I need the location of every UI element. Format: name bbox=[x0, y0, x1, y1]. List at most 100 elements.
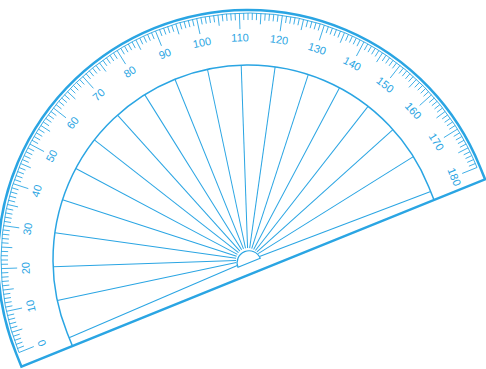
tick bbox=[175, 24, 180, 35]
tick bbox=[391, 63, 398, 69]
tick bbox=[374, 53, 385, 62]
tick bbox=[4, 219, 11, 225]
tick bbox=[14, 338, 21, 341]
tick bbox=[132, 42, 135, 49]
radial-line bbox=[55, 173, 236, 317]
tick bbox=[12, 186, 19, 192]
tick bbox=[6, 206, 13, 212]
tick bbox=[159, 29, 162, 36]
inner-arc bbox=[0, 6, 434, 346]
tick bbox=[106, 57, 110, 64]
tick bbox=[89, 70, 93, 77]
tick bbox=[36, 131, 42, 138]
tick bbox=[103, 60, 107, 67]
tick bbox=[257, 13, 265, 24]
tick bbox=[3, 220, 19, 233]
radial-line bbox=[260, 188, 431, 260]
tick bbox=[353, 42, 368, 56]
tick bbox=[398, 68, 405, 73]
tick bbox=[233, 13, 238, 20]
tick bbox=[148, 34, 151, 41]
tick bbox=[76, 81, 81, 88]
tick bbox=[96, 65, 100, 72]
tick bbox=[348, 36, 355, 42]
tick bbox=[246, 13, 251, 20]
tick bbox=[442, 115, 449, 119]
tick bbox=[6, 305, 22, 313]
tick bbox=[70, 87, 75, 94]
tick bbox=[5, 215, 12, 221]
tick bbox=[363, 44, 370, 50]
tick bbox=[64, 94, 69, 101]
tick bbox=[292, 18, 298, 25]
tick bbox=[110, 55, 114, 62]
tick bbox=[73, 84, 78, 91]
tick bbox=[2, 236, 9, 241]
tick bbox=[13, 334, 20, 337]
tick bbox=[315, 25, 329, 40]
tick bbox=[113, 52, 117, 59]
tick bbox=[191, 19, 195, 26]
tick bbox=[418, 95, 434, 106]
tick bbox=[1, 258, 8, 263]
tick bbox=[324, 26, 330, 33]
tick bbox=[204, 17, 208, 24]
tick bbox=[1, 253, 8, 258]
tick bbox=[225, 14, 229, 21]
radial-line bbox=[118, 92, 240, 275]
tick bbox=[304, 20, 310, 27]
tick bbox=[59, 100, 64, 107]
tick bbox=[420, 88, 427, 93]
tick bbox=[2, 279, 9, 283]
tick bbox=[21, 161, 31, 171]
tick bbox=[351, 38, 358, 44]
tick bbox=[1, 270, 8, 275]
radial-line bbox=[233, 130, 416, 252]
degree-number: 30 bbox=[22, 222, 35, 236]
tick bbox=[17, 170, 24, 176]
tick bbox=[336, 31, 342, 37]
tick bbox=[444, 118, 451, 122]
tick bbox=[39, 128, 45, 135]
tick bbox=[212, 15, 216, 22]
tick bbox=[464, 152, 471, 155]
tick bbox=[17, 346, 24, 349]
tick bbox=[9, 321, 16, 324]
tick bbox=[431, 101, 438, 105]
tick bbox=[467, 160, 474, 163]
tick bbox=[51, 110, 57, 117]
tick bbox=[401, 71, 408, 76]
radial-line bbox=[183, 65, 305, 248]
tick bbox=[41, 123, 50, 134]
radial-line bbox=[145, 83, 242, 262]
tick bbox=[458, 148, 469, 153]
radial-line bbox=[68, 265, 239, 337]
tick bbox=[275, 15, 280, 22]
tick bbox=[3, 286, 14, 293]
tick bbox=[312, 23, 318, 30]
degree-number: 10 bbox=[24, 299, 37, 313]
tick bbox=[16, 342, 23, 345]
tick bbox=[220, 14, 224, 21]
tick bbox=[469, 163, 476, 166]
tick bbox=[241, 13, 246, 20]
tick bbox=[283, 16, 289, 23]
tick bbox=[83, 74, 94, 90]
tick bbox=[7, 201, 18, 210]
tick bbox=[117, 49, 125, 65]
tick bbox=[388, 60, 395, 66]
tick bbox=[308, 21, 314, 28]
tick bbox=[229, 14, 233, 21]
tick bbox=[316, 24, 322, 31]
radial-line bbox=[210, 88, 384, 250]
radial-line bbox=[94, 106, 238, 287]
tick bbox=[86, 73, 91, 80]
tick bbox=[24, 154, 30, 161]
tick bbox=[128, 44, 131, 51]
tick bbox=[254, 13, 259, 20]
radial-line bbox=[76, 124, 238, 298]
tick bbox=[8, 198, 15, 204]
tick bbox=[140, 38, 143, 45]
